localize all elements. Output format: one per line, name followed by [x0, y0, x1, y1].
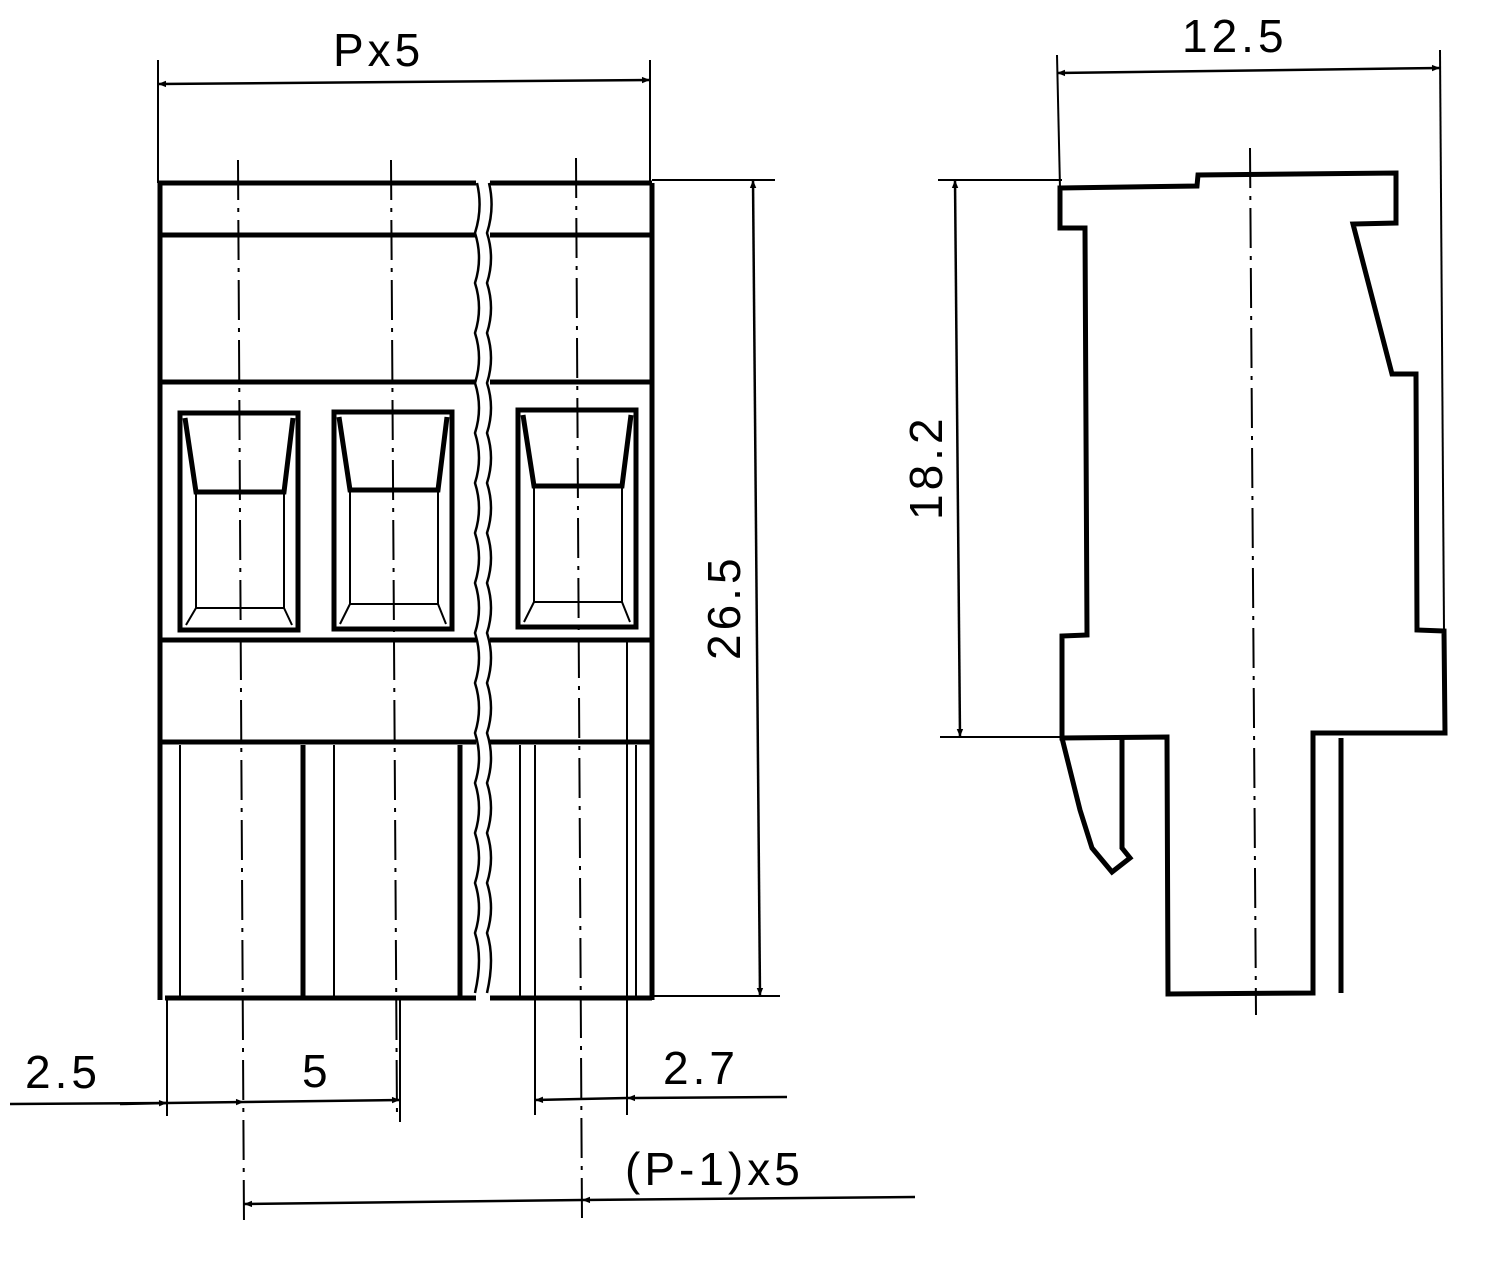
screw-window-3 [515, 407, 639, 630]
dim-pitch-row: 2.5 5 [9, 1045, 401, 1107]
side-centerline [1249, 147, 1257, 1016]
screw-window-1 [177, 410, 301, 633]
front-body-outline [157, 180, 655, 1001]
dim-body-height: 18.2 [900, 179, 964, 738]
dim-overall-width: Px5 [157, 24, 651, 88]
dim-label-2-5: 2.5 [25, 1046, 101, 1098]
side-extension-lines [938, 49, 1445, 738]
dim-pin-span: (P-1)x5 [243, 1143, 916, 1208]
dim-height: 26.5 [698, 179, 764, 997]
front-extension-lines [157, 60, 780, 1122]
pin-slots [179, 745, 637, 998]
dim-label-p-1-x5: (P-1)x5 [625, 1143, 804, 1195]
side-view: 12.5 18.2 [900, 10, 1448, 1016]
dim-label-26-5: 26.5 [698, 554, 750, 660]
front-centerlines [237, 157, 583, 1226]
side-body-outline [1057, 170, 1448, 997]
break-lines [473, 182, 493, 994]
dim-label-5: 5 [302, 1045, 332, 1097]
dim-label-px5: Px5 [333, 24, 424, 76]
dim-pin-offset: 2.7 [534, 1042, 788, 1104]
dim-depth: 12.5 [1056, 10, 1441, 77]
dim-label-18-2: 18.2 [900, 414, 952, 520]
dim-label-2-7: 2.7 [663, 1042, 739, 1094]
front-view: Px5 26.5 2.5 5 2.7 (P-1)x5 [9, 24, 916, 1226]
dim-label-12-5: 12.5 [1182, 10, 1288, 62]
